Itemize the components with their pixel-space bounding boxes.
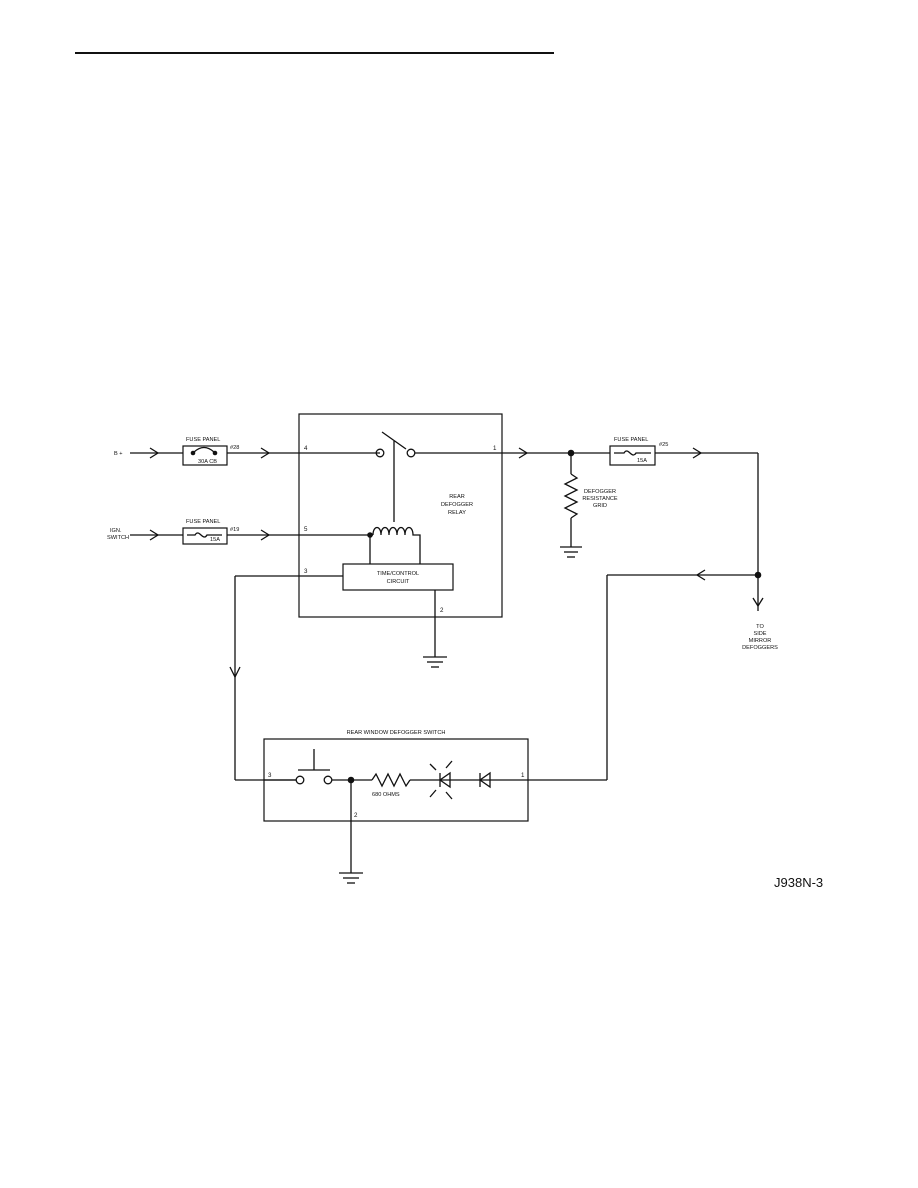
relay-coil	[372, 526, 421, 564]
relay-label-line3: RELAY	[448, 510, 466, 516]
battery-label: B +	[114, 451, 123, 457]
ignition-label-line1: IGN.	[110, 528, 122, 534]
fuse-panel-28-rating: 30A CB	[198, 459, 217, 465]
resistor-label: 680 OHMS	[372, 792, 400, 798]
relay-pin-1: 1	[493, 445, 497, 452]
output-wire	[537, 447, 764, 611]
fuse-panel-25-header: FUSE PANEL	[614, 437, 648, 443]
relay-pin-3: 3	[304, 568, 308, 575]
mirror-label-line3: MIRROR	[749, 638, 772, 644]
fuse-panel-25-rating: 15A	[637, 458, 647, 464]
fuse-panel-25: FUSE PANEL #25 15A	[609, 437, 668, 466]
relay-to-switch-wire	[229, 575, 343, 781]
indicator-feed-wire	[528, 569, 758, 781]
indicator-led	[429, 760, 476, 800]
relay-label-line1: REAR	[449, 494, 465, 500]
figure-id: J938N-3	[774, 875, 823, 890]
switch-contact-left	[295, 775, 305, 785]
switch-pin-3: 3	[268, 772, 272, 779]
switch-pin-2: 2	[354, 812, 358, 819]
rear-window-defogger-switch: REAR WINDOW DEFOGGER SWITCH 3 2 1 680 OH…	[263, 730, 529, 822]
relay-ground-symbol	[423, 590, 447, 668]
fuse-panel-25-number: #25	[659, 442, 668, 448]
grid-label-line3: GRID	[593, 503, 607, 509]
fuse-panel-28-header: FUSE PANEL	[186, 437, 220, 443]
control-label-line2: CIRCUIT	[387, 579, 410, 585]
control-label-line1: TIME/CONTROL	[377, 571, 419, 577]
blocking-diode	[476, 771, 528, 789]
relay-pin-4: 4	[304, 445, 308, 452]
fuse-panel-19-rating: 15A	[210, 537, 220, 543]
grid-label-line1: DEFOGGER	[584, 489, 616, 495]
switch-title: REAR WINDOW DEFOGGER SWITCH	[347, 730, 446, 736]
switch-pin-1: 1	[521, 772, 525, 779]
relay-contact-right	[406, 448, 416, 458]
switch-resistor	[371, 772, 411, 788]
grid-label-line2: RESISTANCE	[582, 496, 618, 502]
mirror-label-line1: TO	[756, 624, 764, 630]
time-control-circuit	[342, 563, 454, 591]
switch-contact-right	[323, 775, 333, 785]
relay-pin-2: 2	[440, 607, 444, 614]
fuse-panel-19: FUSE PANEL #19 15A	[182, 519, 239, 545]
relay-contact-left	[375, 448, 385, 458]
ignition-label-line2: SWITCH	[107, 535, 129, 541]
ignition-wire	[130, 529, 373, 541]
defogger-resistance-grid: DEFOGGER RESISTANCE GRID	[560, 453, 618, 558]
defogger-relay: 4 1 5 3 2 TIME/CONTROL CIRCUIT REAR DEFO…	[298, 413, 537, 618]
fuse-panel-28: FUSE PANEL #28 30A CB	[182, 437, 239, 466]
switch-ground-symbol	[339, 780, 363, 884]
header-rule	[75, 52, 554, 54]
mirror-label-line4: DEFOGGERS	[742, 645, 778, 651]
battery-wire	[130, 447, 380, 459]
relay-label-line2: DEFOGGER	[441, 502, 473, 508]
side-mirror-defoggers-label: TO SIDE MIRROR DEFOGGERS	[742, 624, 778, 651]
fuse-panel-19-header: FUSE PANEL	[186, 519, 220, 525]
relay-switch-arm	[381, 431, 407, 450]
fuse-panel-28-number: #28	[230, 445, 239, 451]
fuse-panel-19-number: #19	[230, 527, 239, 533]
mirror-label-line2: SIDE	[753, 631, 766, 637]
relay-pin-5: 5	[304, 526, 308, 533]
